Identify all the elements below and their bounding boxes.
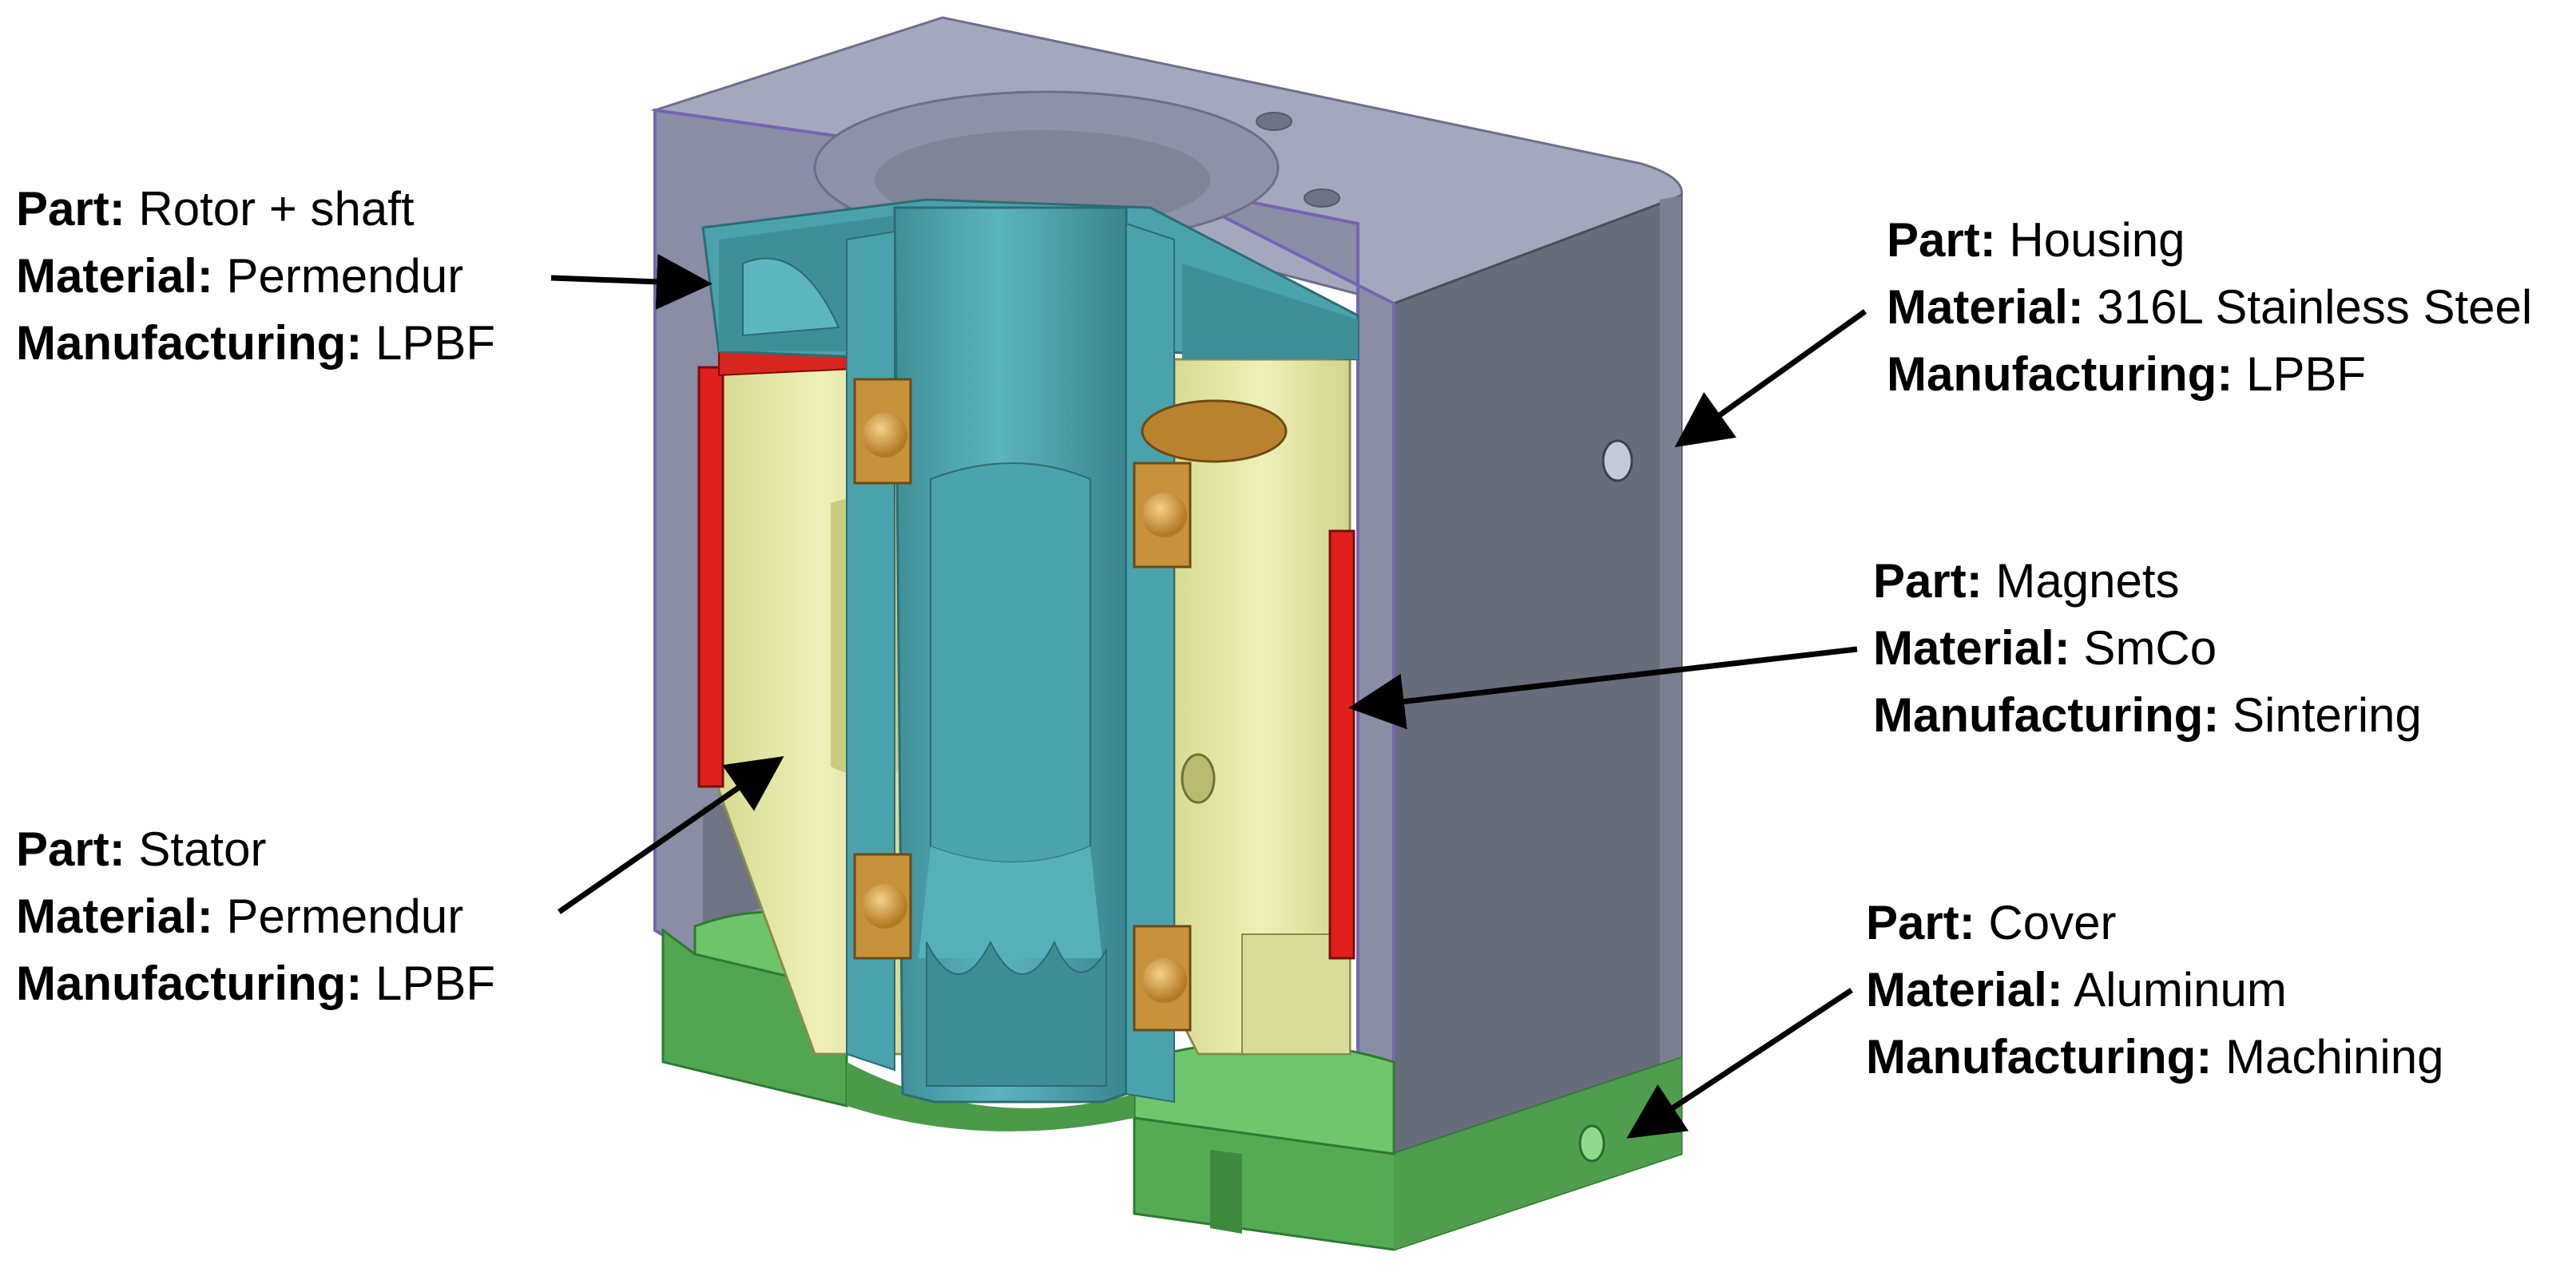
stator-material-value: Permendur	[226, 890, 464, 943]
rotor-part-value: Rotor + shaft	[138, 182, 415, 236]
cover-hole	[1578, 1124, 1606, 1163]
housing-manufacturing-key: Manufacturing:	[1887, 347, 2233, 401]
rotor-manufacturing-value: LPBF	[375, 316, 496, 370]
arrow-rotor	[550, 253, 712, 310]
housing-material-key: Material:	[1887, 280, 2084, 334]
housing-material-value: 316L Stainless Steel	[2097, 280, 2533, 334]
stator-part-key: Part:	[16, 822, 125, 876]
housing-part-row: Part: Housing	[1887, 207, 2532, 274]
stator-material-key: Material:	[16, 890, 213, 943]
arrow-cover	[1626, 988, 1853, 1139]
magnets-part-value: Magnets	[1995, 554, 2180, 608]
leader-arrows	[550, 253, 1868, 1139]
rotor-material-key: Material:	[16, 249, 213, 303]
magnets-material-key: Material:	[1873, 621, 2070, 675]
magnets-manufacturing-key: Manufacturing:	[1873, 688, 2220, 742]
housing-manufacturing-row: Manufacturing: LPBF	[1887, 341, 2532, 408]
arrow-stator	[558, 756, 784, 914]
magnet-left	[697, 366, 724, 788]
cover-part-value: Cover	[1988, 896, 2117, 949]
magnets-manufacturing-value: Sintering	[2232, 688, 2422, 742]
rotor-material-row: Material: Permendur	[16, 243, 495, 310]
stator-manufacturing-key: Manufacturing:	[16, 957, 363, 1010]
bearings	[853, 378, 1288, 1032]
callout-cover: Part: Cover Material: Aluminum Manufactu…	[1866, 890, 2443, 1091]
housing-manufacturing-value: LPBF	[2245, 347, 2367, 401]
housing-part-key: Part:	[1887, 213, 1996, 267]
housing-part-value: Housing	[2009, 213, 2185, 267]
housing-side-hole	[1602, 439, 1633, 482]
stator-part-value: Stator	[138, 822, 267, 876]
stator-material-row: Material: Permendur	[16, 883, 495, 950]
magnets-part-row: Part: Magnets	[1873, 548, 2422, 615]
housing-material-row: Material: 316L Stainless Steel	[1887, 274, 2532, 341]
housing	[650, 16, 1683, 1164]
cover-manufacturing-key: Manufacturing:	[1866, 1030, 2213, 1084]
callout-housing: Part: Housing Material: 316L Stainless S…	[1887, 207, 2532, 408]
callout-rotor-shaft: Part: Rotor + shaft Material: Permendur …	[16, 176, 495, 377]
magnet-right	[1328, 529, 1355, 960]
magnets-manufacturing-row: Manufacturing: Sintering	[1873, 682, 2422, 749]
magnets-material-row: Material: SmCo	[1873, 615, 2422, 682]
callout-stator: Part: Stator Material: Permendur Manufac…	[16, 816, 495, 1017]
arrow-housing	[1674, 309, 1868, 448]
cover-manufacturing-row: Manufacturing: Machining	[1866, 1024, 2443, 1091]
magnets-material-value: SmCo	[2083, 621, 2217, 675]
cover-part-row: Part: Cover	[1866, 890, 2443, 957]
magnets-part-key: Part:	[1873, 554, 1983, 608]
cover-part-key: Part:	[1866, 896, 1975, 949]
cover-material-value: Aluminum	[2074, 963, 2287, 1016]
stator-manufacturing-row: Manufacturing: LPBF	[16, 950, 495, 1017]
cover-manufacturing-value: Machining	[2225, 1030, 2444, 1084]
arrow-magnets	[1348, 646, 1858, 730]
stator-part-row: Part: Stator	[16, 816, 495, 883]
rotor-part-row: Part: Rotor + shaft	[16, 176, 495, 243]
rotor-part-key: Part:	[16, 182, 125, 236]
callout-magnets: Part: Magnets Material: SmCo Manufacturi…	[1873, 548, 2422, 749]
rotor-material-value: Permendur	[226, 249, 464, 303]
rotor-manufacturing-key: Manufacturing:	[16, 316, 363, 370]
cover-material-row: Material: Aluminum	[1866, 957, 2443, 1024]
rotor-manufacturing-row: Manufacturing: LPBF	[16, 310, 495, 377]
stator-manufacturing-value: LPBF	[375, 957, 496, 1010]
cover-material-key: Material:	[1866, 963, 2063, 1016]
